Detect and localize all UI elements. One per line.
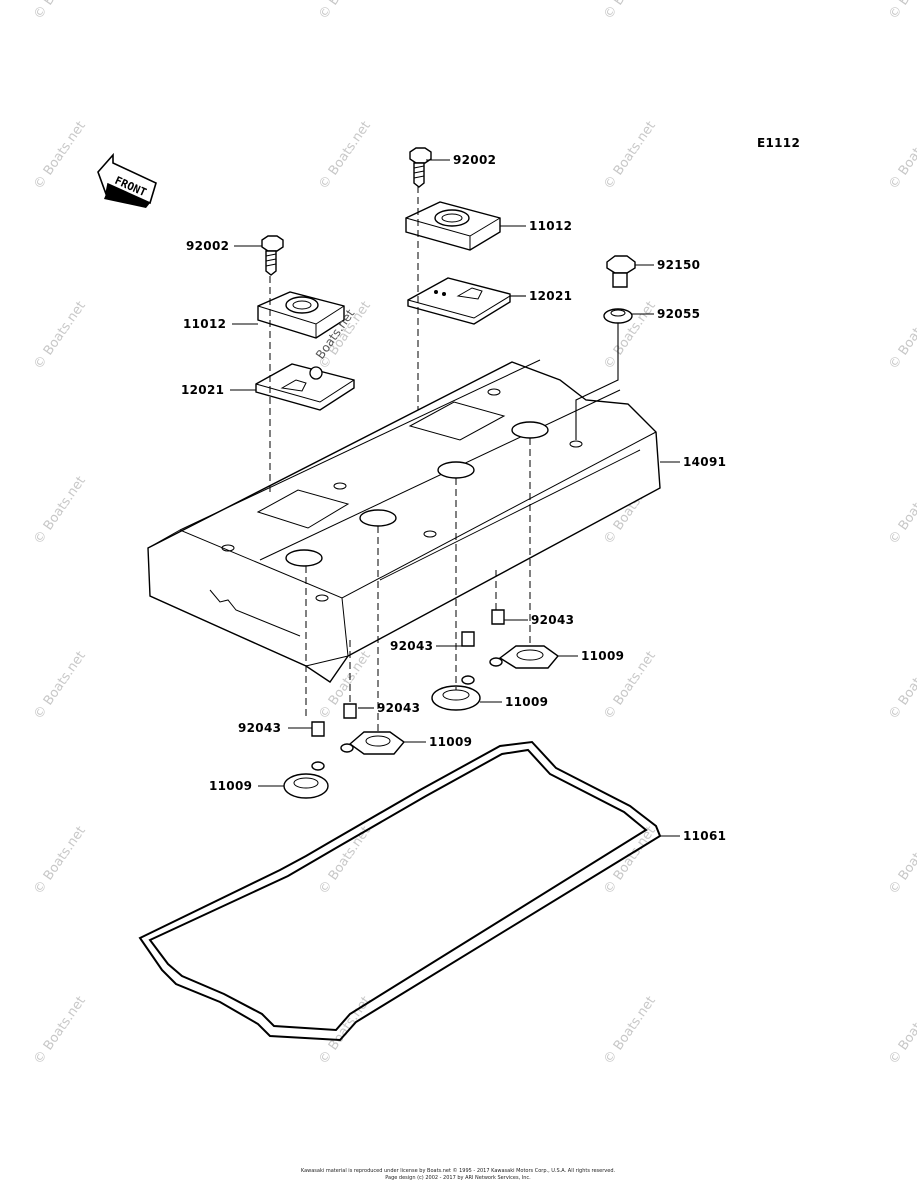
- gasket-11009-b: [431, 675, 481, 711]
- gasket-11009-a: [489, 645, 560, 669]
- collar-92043-b: [461, 631, 475, 647]
- right-plate-12021: [407, 277, 511, 325]
- collar-92043-d: [311, 721, 325, 737]
- part-label-11012-right: 11012: [529, 219, 572, 233]
- watermark-text: © Boats.net: [886, 649, 917, 723]
- right-cap-11012: [405, 201, 501, 251]
- part-label-14091: 14091: [683, 455, 726, 469]
- part-label-92043-c: 92043: [377, 701, 420, 715]
- footer-design-credit: Page design (c) 2002 - 2017 by ARI Netwo…: [385, 1175, 531, 1181]
- diagram-code: E1112: [757, 136, 800, 150]
- watermark-text: © Boats.net: [31, 119, 89, 193]
- part-label-92043-b: 92043: [390, 639, 433, 653]
- watermark-text: © Boats.net: [886, 299, 917, 373]
- watermark-text: © Boats.net: [886, 824, 917, 898]
- watermark-text: © Boats.net: [31, 649, 89, 723]
- watermark-text: © Boats.net: [886, 0, 917, 22]
- watermark-text: © Boats.net: [601, 119, 659, 193]
- watermark-text: © Boats.net: [316, 119, 374, 193]
- watermark-text: © Boats.net: [31, 824, 89, 898]
- head-cover-gasket-11061: [138, 740, 662, 1042]
- watermark-text: © Boats.net: [31, 299, 89, 373]
- collar-92043-a: [491, 609, 505, 625]
- part-label-92043-a: 92043: [531, 613, 574, 627]
- watermark-text: © Boats.net: [601, 824, 659, 898]
- part-label-92055: 92055: [657, 307, 700, 321]
- watermark-text: © Boats.net: [886, 994, 917, 1068]
- left-plate-12021: [255, 363, 355, 411]
- part-label-92043-d: 92043: [238, 721, 281, 735]
- part-label-92002-left: 92002: [186, 239, 229, 253]
- gasket-11009-d: [283, 761, 329, 799]
- watermark-text: © Boats.net: [886, 474, 917, 548]
- part-label-92150: 92150: [657, 258, 700, 272]
- bolt-92150: [606, 255, 636, 288]
- watermark-text: © Boats.net: [31, 474, 89, 548]
- part-label-11009-a: 11009: [581, 649, 624, 663]
- watermark-text: © Boats.net: [601, 0, 659, 22]
- part-label-11009-d: 11009: [209, 779, 252, 793]
- left-bolt-92002: [261, 235, 284, 276]
- part-label-12021-left: 12021: [181, 383, 224, 397]
- part-label-11009-c: 11009: [429, 735, 472, 749]
- gasket-11009-c: [340, 731, 406, 755]
- washer-92055: [603, 308, 633, 324]
- part-label-92002-right: 92002: [453, 153, 496, 167]
- right-bolt-92002: [409, 147, 432, 188]
- cylinder-head-cover-14091: [147, 359, 661, 683]
- footer-copyright: Kawasaki material is reproduced under li…: [301, 1167, 616, 1174]
- part-label-11012-left: 11012: [183, 317, 226, 331]
- watermark-text: © Boats.net: [31, 0, 89, 22]
- part-label-11061: 11061: [683, 829, 726, 843]
- watermark-text: © Boats.net: [886, 119, 917, 193]
- part-label-12021-right: 12021: [529, 289, 572, 303]
- front-arrow-icon: FRONT: [97, 152, 157, 208]
- part-label-11009-b: 11009: [505, 695, 548, 709]
- watermark-text: © Boats.net: [31, 994, 89, 1068]
- leader-lines: [230, 159, 680, 837]
- left-cap-11012: [257, 291, 345, 339]
- watermark-text: © Boats.net: [316, 0, 374, 22]
- watermark-text: © Boats.net: [601, 994, 659, 1068]
- watermark-text: © Boats.net: [316, 824, 374, 898]
- collar-92043-c: [343, 703, 357, 719]
